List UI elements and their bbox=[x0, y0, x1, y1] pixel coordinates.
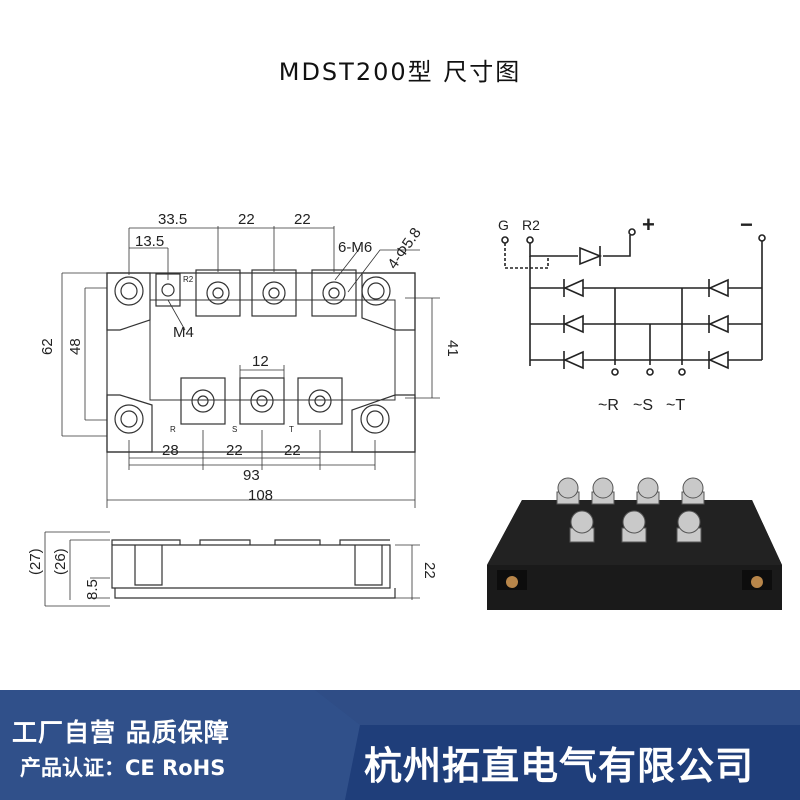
circuit-t: ~T bbox=[666, 397, 685, 414]
dim-93: 93 bbox=[243, 467, 260, 484]
banner-slogan: 工厂自营 品质保障 bbox=[12, 718, 230, 747]
label-s-small: S bbox=[232, 425, 237, 434]
circuit-plus: + bbox=[642, 212, 655, 237]
circuit-minus: − bbox=[740, 212, 753, 237]
side-view-drawing bbox=[44, 531, 420, 607]
dim-8-5: 8.5 bbox=[84, 579, 101, 600]
circuit-r: ~R bbox=[598, 397, 619, 414]
label-t-small: T bbox=[289, 425, 294, 434]
page-title: MDST200型 尺寸图 bbox=[278, 58, 522, 86]
dim-62: 62 bbox=[39, 338, 56, 355]
dim-27: (27) bbox=[27, 548, 44, 575]
banner-background bbox=[0, 690, 800, 800]
label-r-small: R bbox=[170, 425, 176, 434]
dim-33-5: 33.5 bbox=[158, 211, 187, 228]
dim-22-a: 22 bbox=[238, 211, 255, 228]
dim-26: (26) bbox=[52, 548, 69, 575]
circuit-s: ~S bbox=[633, 397, 653, 414]
dim-22-b: 22 bbox=[294, 211, 311, 228]
dim-108: 108 bbox=[248, 487, 273, 504]
dim-22-d: 22 bbox=[284, 442, 301, 459]
dim-12: 12 bbox=[252, 353, 269, 370]
circuit-r2: R2 bbox=[522, 217, 540, 233]
dim-28: 28 bbox=[162, 442, 179, 459]
dim-48: 48 bbox=[67, 338, 84, 355]
label-r2-small: R2 bbox=[183, 275, 194, 284]
banner-certification: 产品认证：CE RoHS bbox=[20, 756, 226, 780]
circuit-g: G bbox=[498, 217, 509, 233]
dim-6-m6: 6-M6 bbox=[338, 239, 372, 256]
dim-22-c: 22 bbox=[226, 442, 243, 459]
banner-company-name: 杭州拓直电气有限公司 bbox=[363, 744, 754, 788]
product-photo bbox=[487, 477, 782, 610]
dim-41: 41 bbox=[444, 340, 461, 357]
dim-13-5: 13.5 bbox=[135, 233, 164, 250]
dim-m4: M4 bbox=[173, 324, 194, 341]
dim-22-side: 22 bbox=[421, 562, 438, 579]
